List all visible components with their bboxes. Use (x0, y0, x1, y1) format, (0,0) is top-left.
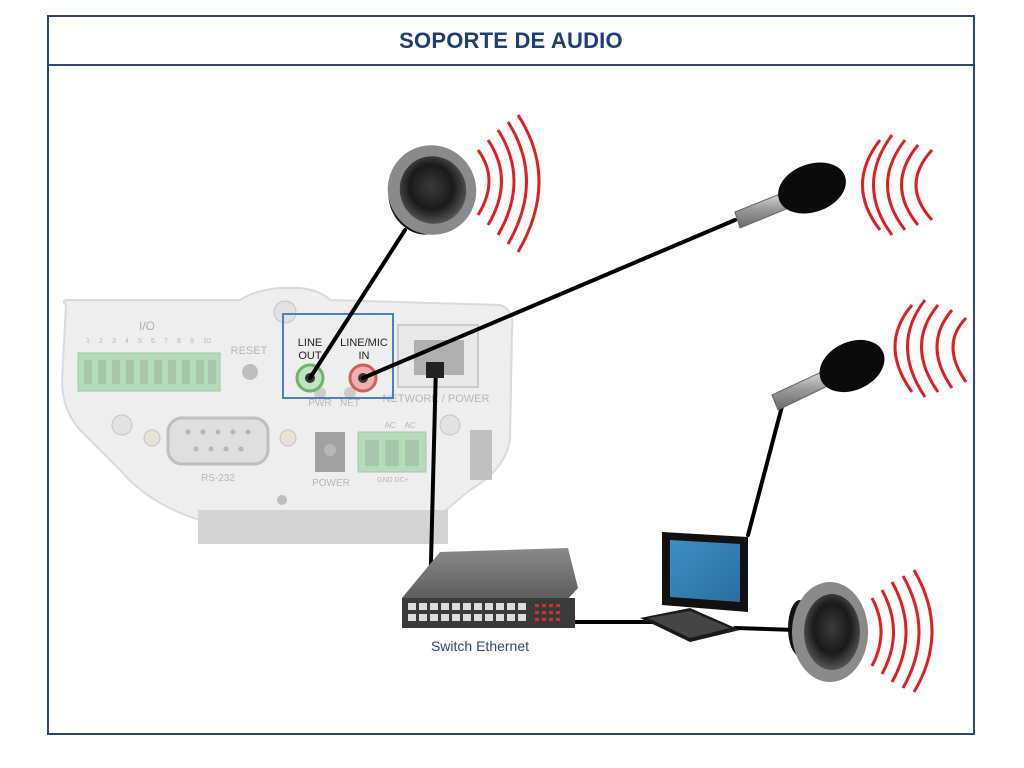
io-pin-label: 4 (125, 338, 129, 345)
io-pin-label: 3 (112, 338, 116, 345)
network-cable (428, 363, 438, 602)
switch-caption: Switch Ethernet (430, 638, 530, 654)
ethernet-switch-icon (402, 548, 578, 628)
title-bar: SOPORTE DE AUDIO (49, 17, 973, 66)
sound-waves (870, 569, 934, 693)
audio-jacks: LINE OUT LINE/MIC IN (282, 313, 394, 399)
speaker-icon (387, 114, 541, 253)
ac-label: AC (384, 421, 395, 430)
line-out-label: OUT (298, 350, 322, 362)
io-pin-label: 5 (138, 338, 142, 345)
speaker-cable (308, 228, 407, 380)
io-pin-label: 10 (203, 338, 211, 345)
power-label: POWER (312, 478, 350, 489)
rs232-label: RS-232 (201, 473, 235, 484)
laptop-icon (640, 532, 748, 642)
microphone-icon (734, 134, 934, 236)
io-pin-label: 6 (151, 338, 155, 345)
sound-waves (893, 299, 968, 398)
line-mic-label: LINE/MIC (340, 337, 388, 349)
rj45-plug (426, 362, 444, 378)
ip-camera-back-panel: I/O 1 2 3 4 5 6 7 8 9 10 RESET RS-232 (60, 287, 514, 544)
page-title: SOPORTE DE AUDIO (399, 27, 623, 53)
line-out-label: LINE (298, 337, 322, 349)
io-pin-label: 8 (177, 338, 181, 345)
line-mic-label: IN (359, 350, 370, 362)
pwr-label: PWR (308, 398, 331, 409)
laptop-mic-cable (746, 393, 787, 537)
reset-label: RESET (231, 345, 268, 357)
switch-leds (535, 604, 560, 621)
sound-waves (861, 134, 934, 236)
net-label: NET (340, 398, 360, 409)
io-pin-label: 9 (190, 338, 194, 345)
io-pin-label: 7 (164, 338, 168, 345)
sound-waves (476, 114, 541, 253)
speaker-icon (788, 569, 934, 693)
io-label: I/O (139, 319, 155, 333)
io-pin-label: 2 (99, 338, 103, 345)
audio-jack-highlight (282, 313, 394, 399)
microphone-cable (361, 218, 737, 380)
microphone-icon (771, 299, 968, 411)
io-pin-label: 1 (86, 338, 90, 345)
laptop-speaker-cable (733, 626, 797, 632)
gnd-dc-label: GND DC+ (377, 477, 409, 484)
ac-label: AC (404, 421, 415, 430)
